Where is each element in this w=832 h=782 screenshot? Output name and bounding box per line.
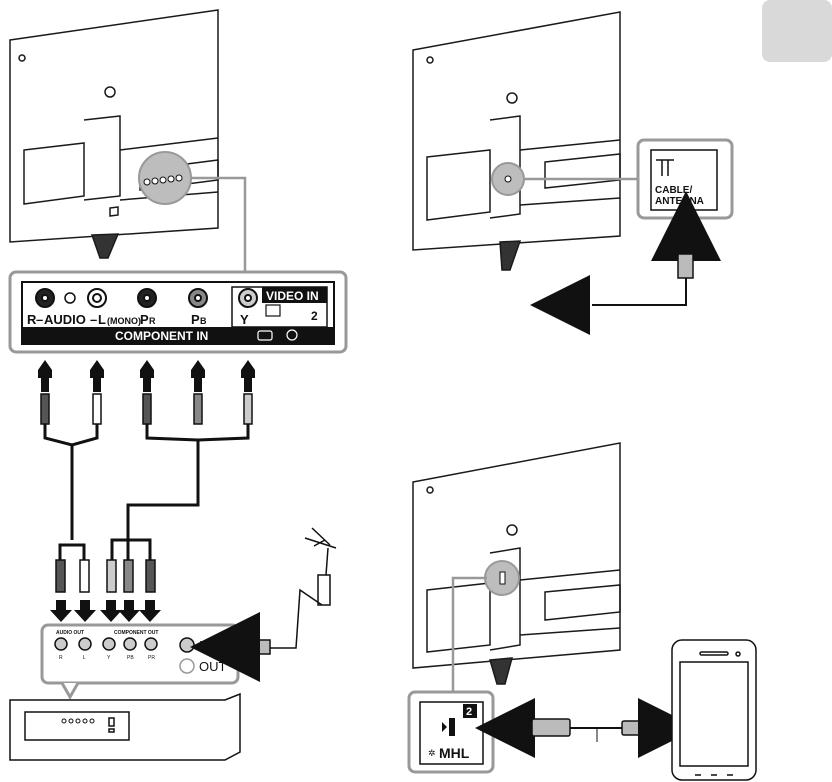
rca-plugs-lower <box>55 559 156 593</box>
tv-rear-top-right <box>412 11 621 271</box>
jack-label-pr: PR <box>148 655 155 661</box>
label-component-out: COMPONENT OUT <box>114 630 158 636</box>
svg-text:–: – <box>36 312 43 327</box>
side-tab <box>762 0 832 62</box>
label-audio: AUDIO <box>44 312 86 327</box>
label-hdmi-num: 2 <box>466 706 472 718</box>
smartphone-icon <box>671 639 757 781</box>
label-video-in-num: 2 <box>311 309 318 323</box>
callout-line-av <box>190 176 247 272</box>
label-pr: P <box>140 312 149 327</box>
component-input-icon <box>257 330 273 341</box>
coax-cable <box>592 278 687 306</box>
source-device-box <box>9 692 241 761</box>
rca-cables <box>43 424 250 560</box>
coax-icon <box>656 159 674 176</box>
coax-plug <box>677 253 694 279</box>
antenna-icon <box>270 527 337 649</box>
video-input-icon <box>265 304 281 317</box>
label-l: L <box>98 312 106 327</box>
label-y: Y <box>240 312 249 327</box>
mhl-panel: 2 ✲ MHL <box>407 690 495 774</box>
label-cable: CABLE/ <box>655 185 692 196</box>
rca-arrows-down <box>50 600 161 622</box>
video-input-icon-small <box>286 329 298 341</box>
rca-arrows-up <box>38 360 255 392</box>
mhl-plug-phone <box>621 720 651 736</box>
av-jack-row <box>143 174 183 186</box>
svg-text:–: – <box>90 312 97 327</box>
label-r: R <box>27 312 37 327</box>
label-pr-sub: R <box>149 316 156 326</box>
mhl-logo-icon: ✲ <box>428 748 436 758</box>
label-mono: (MONO) <box>107 316 141 326</box>
rca-plugs-upper <box>40 393 253 425</box>
jack-label-l: L <box>83 655 86 661</box>
label-antenna: ANTENNA <box>655 196 704 207</box>
label-component-in: COMPONENT IN <box>115 329 208 343</box>
label-mhl: MHL <box>439 745 470 761</box>
tv-rear-bottom-right <box>412 442 621 685</box>
label-video-in: VIDEO IN <box>266 289 319 303</box>
label-in: IN <box>199 638 212 653</box>
tv-rear-top-left <box>9 9 219 259</box>
label-audio-out: AUDIO OUT <box>56 630 84 636</box>
mhl-plug-tv <box>531 718 571 737</box>
jack-label-pb: PB <box>127 655 134 661</box>
label-out: OUT <box>199 659 227 674</box>
source-device-panel: AUDIO OUT COMPONENT OUT R L Y PB PR IN O… <box>40 623 240 701</box>
component-video-panel: R – AUDIO – L (MONO) P R P B Y VIDEO IN … <box>8 270 348 354</box>
jack-label-r: R <box>59 655 63 661</box>
callout-line-mhl <box>451 576 487 692</box>
label-pb: P <box>191 312 200 327</box>
antenna-panel: CABLE/ ANTENNA <box>636 138 734 220</box>
antenna-plug <box>254 639 271 655</box>
hdmi-port-icon <box>449 718 455 736</box>
jack-label-y: Y <box>107 655 111 661</box>
label-pb-sub: B <box>200 316 207 326</box>
